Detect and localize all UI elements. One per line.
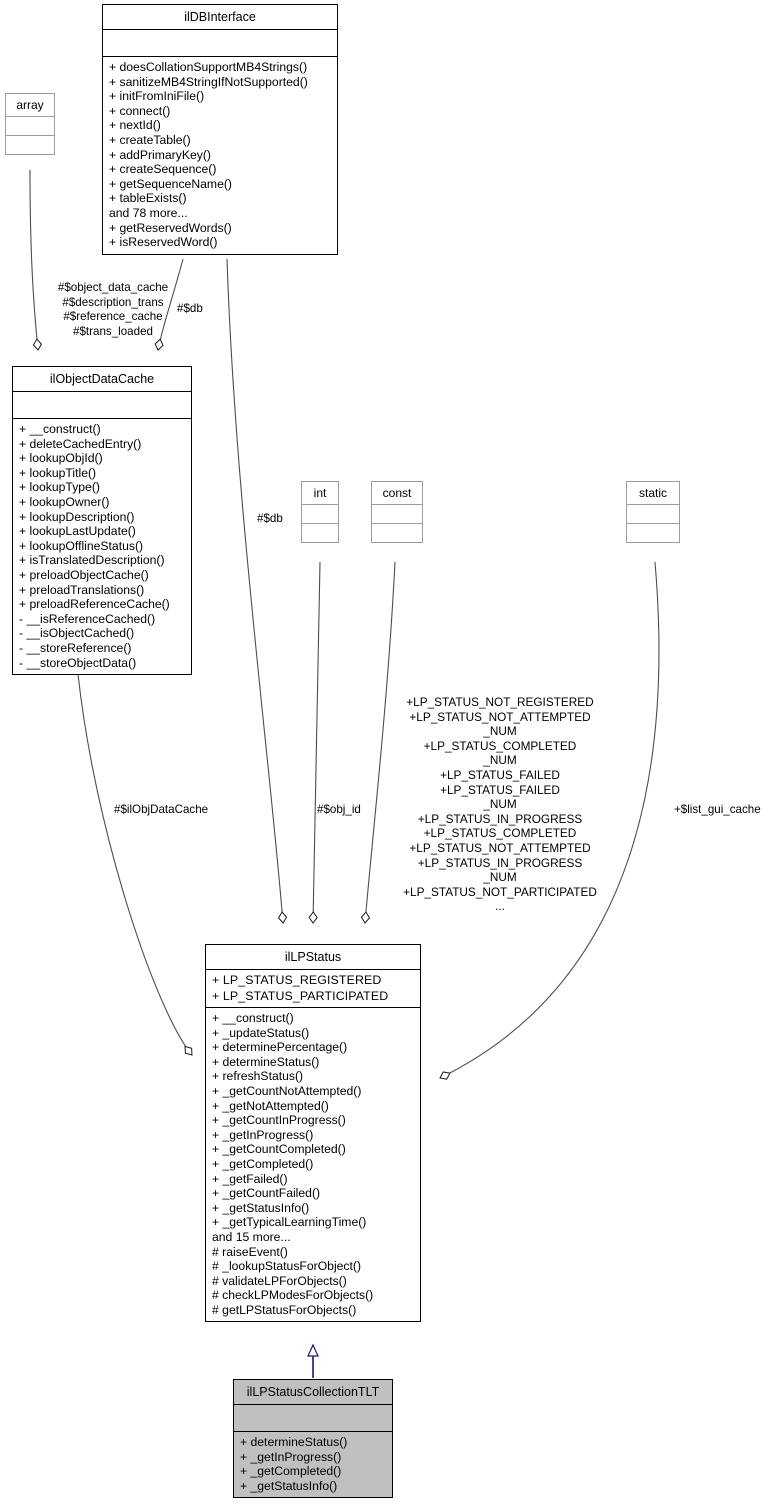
- class-box-ilobjectdatacache[interactable]: ilObjectDataCache + __construct()+ delet…: [12, 366, 192, 676]
- edge-objectdatacache-to-lpstatus: [77, 673, 193, 1056]
- class-member-row: - __storeReference(): [19, 640, 132, 655]
- class-box-illpstatuscollectiontlt[interactable]: ilLPStatusCollectionTLT + determineStatu…: [233, 1379, 393, 1499]
- edge-label-object-data-cache: #$object_data_cache #$description_trans …: [57, 281, 169, 338]
- class-member-row: + _getCountNotAttempted(): [212, 1083, 362, 1098]
- class-title-static: static: [627, 482, 679, 505]
- edge-label-db-mid: #$db: [257, 512, 283, 525]
- class-title-ildbinterface: ilDBInterface: [103, 5, 337, 30]
- class-member-row: + LP_STATUS_PARTICIPATED: [212, 988, 389, 1003]
- edge-label-const-list: +LP_STATUS_NOT_REGISTERED +LP_STATUS_NOT…: [403, 695, 597, 914]
- class-box-array[interactable]: array: [5, 93, 55, 155]
- class-member-row: + doesCollationSupportMB4Strings(): [109, 60, 308, 74]
- class-member-row: + determineStatus(): [240, 1435, 348, 1449]
- edge-label-obj-id: #$obj_id: [317, 803, 361, 816]
- class-member-row: # getLPStatusForObjects(): [212, 1302, 357, 1317]
- class-member-row: + sanitizeMB4StringIfNotSupported(): [109, 74, 308, 89]
- class-operations-ilobjectdatacache: + __construct()+ deleteCachedEntry()+ lo…: [13, 419, 191, 674]
- class-attributes-illpstatuscollectiontlt: [234, 1405, 392, 1432]
- class-member-row: + lookupTitle(): [19, 465, 97, 480]
- class-attributes-illpstatus: + LP_STATUS_REGISTERED+ LP_STATUS_PARTIC…: [206, 970, 420, 1008]
- class-attributes-array: [6, 117, 54, 136]
- edge-dbinterface-to-lpstatus: [226, 258, 288, 924]
- class-attributes-int: [302, 505, 338, 524]
- class-member-row: + _getNotAttempted(): [212, 1098, 329, 1113]
- class-attributes-ilobjectdatacache: [13, 392, 191, 419]
- class-title-array: array: [6, 94, 54, 117]
- class-member-row: + determineStatus(): [212, 1054, 320, 1069]
- class-member-row: + connect(): [109, 103, 171, 118]
- class-member-row: + _getFailed(): [212, 1171, 288, 1186]
- edge-label-db-top: #$db: [177, 302, 203, 315]
- class-member-row: + LP_STATUS_REGISTERED: [212, 973, 382, 987]
- class-member-row: + preloadObjectCache(): [19, 567, 149, 582]
- class-member-row: + tableExists(): [109, 191, 187, 206]
- class-title-const: const: [372, 482, 422, 505]
- class-member-row: - __isObjectCached(): [19, 626, 135, 641]
- class-member-row: + __construct(): [19, 422, 101, 436]
- class-attributes-const: [372, 505, 422, 524]
- class-member-row: and 15 more...: [212, 1229, 291, 1244]
- class-box-ildbinterface[interactable]: ilDBInterface + doesCollationSupportMB4S…: [102, 4, 338, 255]
- class-member-row: + initFromIniFile(): [109, 89, 205, 104]
- class-member-row: + _getInProgress(): [212, 1127, 314, 1142]
- class-member-row: + preloadTranslations(): [19, 582, 145, 597]
- class-operations-ildbinterface: + doesCollationSupportMB4Strings()+ sani…: [103, 57, 337, 254]
- class-member-row: # _lookupStatusForObject(): [212, 1259, 362, 1274]
- class-member-row: + _getTypicalLearningTime(): [212, 1215, 367, 1230]
- class-member-row: + createTable(): [109, 132, 191, 147]
- edge-label-ilobjdatacache: #$ilObjDataCache: [114, 803, 209, 816]
- class-operations-illpstatus: + __construct()+ _updateStatus()+ determ…: [206, 1008, 420, 1321]
- class-member-row: + _getStatusInfo(): [240, 1478, 338, 1493]
- class-member-row: + _getCountCompleted(): [212, 1142, 346, 1157]
- class-member-row: + getSequenceName(): [109, 176, 232, 191]
- class-title-illpstatus: ilLPStatus: [206, 945, 420, 970]
- class-title-illpstatuscollectiontlt: ilLPStatusCollectionTLT: [234, 1380, 392, 1405]
- class-attributes-ildbinterface: [103, 30, 337, 57]
- class-member-row: + _getStatusInfo(): [212, 1200, 310, 1215]
- class-title-int: int: [302, 482, 338, 505]
- class-member-row: # validateLPForObjects(): [212, 1273, 347, 1288]
- class-member-row: + nextId(): [109, 118, 161, 133]
- class-member-row: - __storeObjectData(): [19, 655, 137, 670]
- class-member-row: and 78 more...: [109, 205, 188, 220]
- class-member-row: + _getCompleted(): [212, 1156, 314, 1171]
- class-member-row: + addPrimaryKey(): [109, 147, 211, 162]
- class-operations-array: [6, 136, 54, 154]
- class-member-row: + determinePercentage(): [212, 1040, 348, 1055]
- edge-int-to-lpstatus: [308, 561, 321, 924]
- class-box-int[interactable]: int: [301, 481, 339, 543]
- class-member-row: + preloadReferenceCache(): [19, 597, 170, 612]
- class-member-row: + _getCountFailed(): [212, 1186, 321, 1201]
- class-member-row: + lookupType(): [19, 480, 100, 495]
- class-box-illpstatus[interactable]: ilLPStatus + LP_STATUS_REGISTERED+ LP_ST…: [205, 944, 421, 1323]
- class-member-row: + _getInProgress(): [240, 1449, 342, 1464]
- class-operations-const: [372, 524, 422, 542]
- class-box-const[interactable]: const: [371, 481, 423, 543]
- class-member-row: - __isReferenceCached(): [19, 611, 156, 626]
- class-member-row: # raiseEvent(): [212, 1244, 288, 1259]
- class-member-row: + __construct(): [212, 1011, 294, 1025]
- class-member-row: + getReservedWords(): [109, 220, 232, 235]
- class-member-row: + refreshStatus(): [212, 1069, 304, 1084]
- class-title-ilobjectdatacache: ilObjectDataCache: [13, 367, 191, 392]
- class-member-row: + lookupOfflineStatus(): [19, 538, 144, 553]
- class-box-static[interactable]: static: [626, 481, 680, 543]
- class-member-row: + createSequence(): [109, 162, 217, 177]
- class-member-row: + lookupObjId(): [19, 451, 103, 466]
- class-member-row: + lookupDescription(): [19, 509, 135, 524]
- class-operations-static: [627, 524, 679, 542]
- class-operations-int: [302, 524, 338, 542]
- class-member-row: + lookupLastUpdate(): [19, 524, 136, 539]
- class-member-row: # checkLPModesForObjects(): [212, 1288, 374, 1303]
- class-member-row: + isTranslatedDescription(): [19, 553, 165, 568]
- class-attributes-static: [627, 505, 679, 524]
- class-member-row: + lookupOwner(): [19, 494, 110, 509]
- class-operations-illpstatuscollectiontlt: + determineStatus()+ _getInProgress()+ _…: [234, 1432, 392, 1497]
- class-member-row: + _getCompleted(): [240, 1464, 342, 1479]
- class-member-row: + _updateStatus(): [212, 1025, 310, 1040]
- class-member-row: + _getCountInProgress(): [212, 1113, 346, 1128]
- edge-label-list-gui-cache: +$list_gui_cache: [674, 803, 761, 816]
- class-member-row: + isReservedWord(): [109, 235, 218, 250]
- class-member-row: + deleteCachedEntry(): [19, 436, 142, 451]
